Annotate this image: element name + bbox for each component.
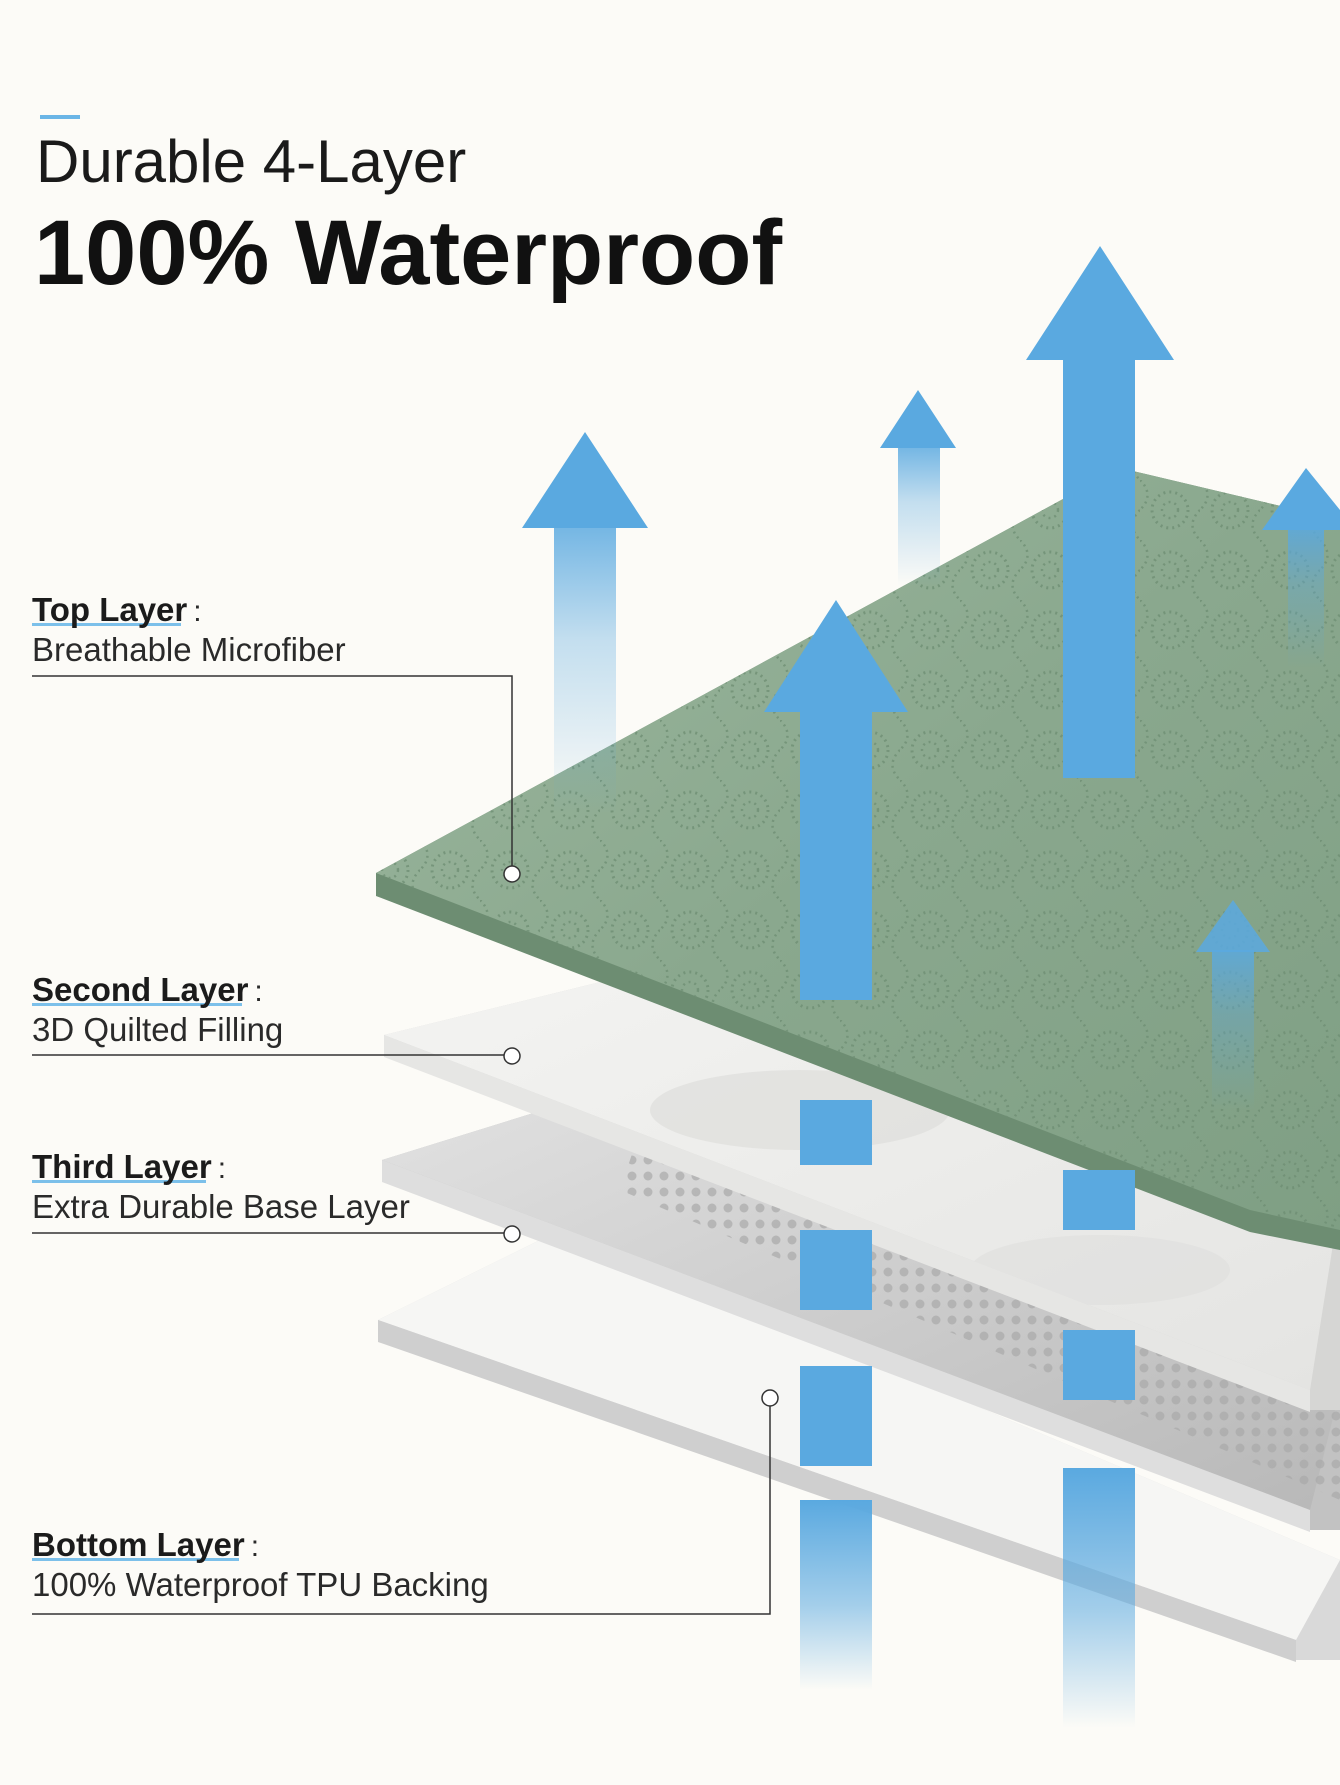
bottom-layer-separator: : (250, 1530, 260, 1563)
bottom-layer-title: Bottom Layer (32, 1526, 245, 1563)
third-layer-description: Extra Durable Base Layer (32, 1188, 410, 1225)
top-layer-label: Top Layer: Breathable Microfiber (32, 590, 346, 670)
bottom-layer-description: 100% Waterproof TPU Backing (32, 1566, 489, 1603)
leader-dot-icon (761, 1389, 779, 1407)
second-layer-label: Second Layer: 3D Quilted Filling (32, 970, 283, 1050)
second-layer-description: 3D Quilted Filling (32, 1011, 284, 1048)
top-layer-separator: : (193, 595, 202, 628)
leader-dot-icon (503, 1225, 521, 1243)
second-layer-title: Second Layer (32, 971, 249, 1008)
third-layer-separator: : (217, 1152, 227, 1185)
up-arrow-icon (764, 600, 908, 1690)
top-layer-title: Top Layer (32, 591, 188, 628)
bottom-layer-label: Bottom Layer: 100% Waterproof TPU Backin… (32, 1525, 489, 1605)
up-arrow-icon (1262, 468, 1340, 668)
third-layer-label: Third Layer: Extra Durable Base Layer (32, 1147, 410, 1227)
top-layer-description: Breathable Microfiber (32, 631, 346, 668)
up-arrow-icon (522, 432, 648, 814)
up-arrow-icon (880, 390, 956, 586)
third-layer-base (382, 1080, 1340, 1532)
third-layer-title: Third Layer (32, 1148, 212, 1185)
heading-durable-4-layer: Durable 4-Layer (36, 128, 467, 195)
leader-dot-icon (503, 1047, 521, 1065)
up-arrow-icon (1026, 246, 1174, 1728)
heading-100-waterproof: 100% Waterproof (34, 202, 783, 304)
heading-accent-dash (40, 115, 80, 119)
leader-lines (32, 675, 771, 1615)
second-layer-filling (384, 960, 1340, 1412)
leader-dot-icon (503, 865, 521, 883)
up-arrow-icon (1196, 900, 1270, 1110)
second-layer-separator: : (254, 975, 263, 1008)
